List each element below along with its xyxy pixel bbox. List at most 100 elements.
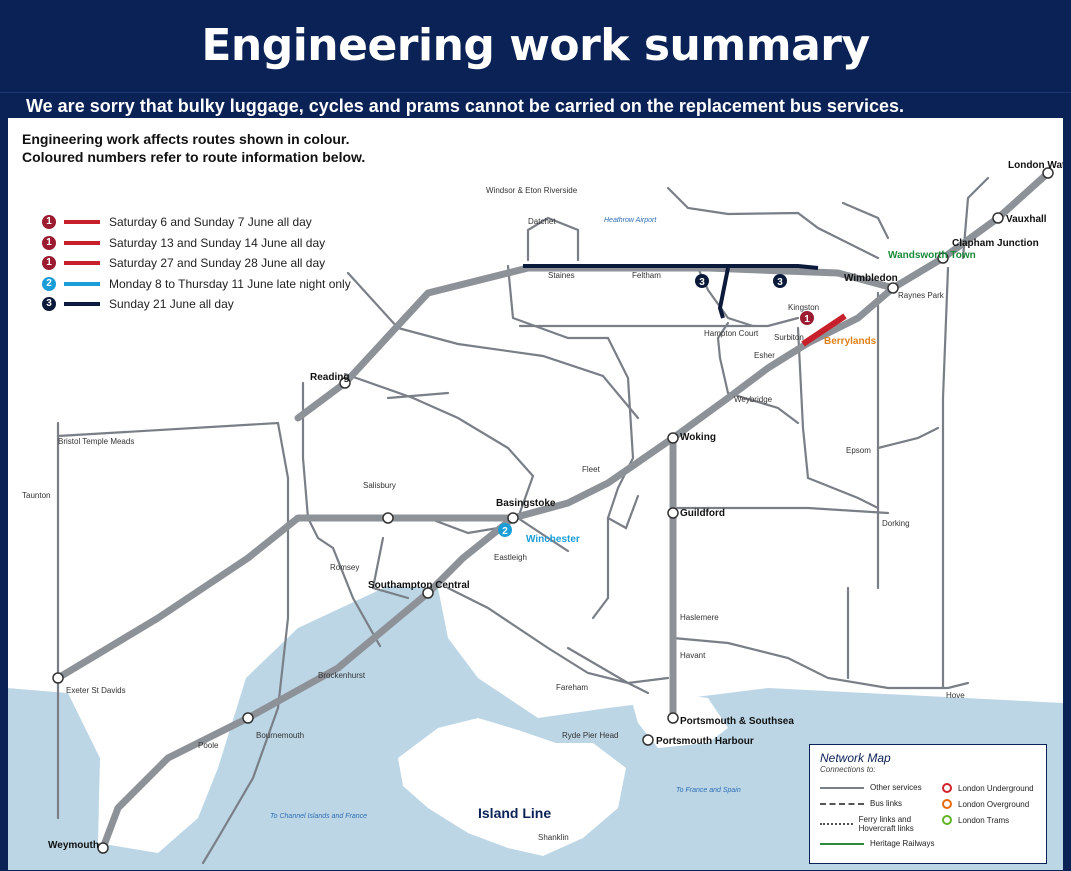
island-line-logo-text: Island Line bbox=[478, 805, 551, 821]
label-romsey: Romsey bbox=[330, 563, 359, 572]
label-vauxhall: Vauxhall bbox=[1006, 214, 1047, 225]
svg-text:1: 1 bbox=[804, 314, 810, 325]
sea-area bbox=[8, 586, 1063, 870]
label-shanklin: Shanklin bbox=[538, 833, 569, 842]
label-southampton: Southampton Central bbox=[368, 580, 470, 591]
legend-bar-4 bbox=[64, 282, 100, 286]
label-winchester: Winchester bbox=[526, 534, 580, 545]
legend-bar-3 bbox=[64, 261, 100, 265]
label-ryde-pier-head: Ryde Pier Head bbox=[562, 731, 618, 740]
key-trams: London Trams bbox=[942, 815, 1009, 825]
label-weybridge: Weybridge bbox=[734, 395, 773, 404]
conn-france-spain: To France and Spain bbox=[676, 787, 741, 794]
legend-num-4: 2 bbox=[42, 277, 56, 291]
label-reading: Reading bbox=[310, 372, 349, 383]
isle-of-wight bbox=[398, 718, 626, 856]
network-key: Network Map Connections to: Other servic… bbox=[809, 744, 1047, 864]
route-3-kingston-link bbox=[717, 267, 730, 319]
label-basingstoke: Basingstoke bbox=[496, 498, 556, 509]
label-weymouth: Weymouth bbox=[48, 840, 99, 851]
station-dots bbox=[52, 167, 1054, 854]
legend-row-1: 1 Saturday 6 and Sunday 7 June all day bbox=[42, 213, 312, 231]
conn-heathrow: Heathrow Airport bbox=[604, 217, 657, 224]
intro-text: Engineering work affects routes shown in… bbox=[22, 130, 365, 166]
label-kingston: Kingston bbox=[788, 303, 819, 312]
legend-num-1: 1 bbox=[42, 215, 56, 229]
legend-bar-1 bbox=[64, 220, 100, 224]
network-key-title: Network Map bbox=[820, 751, 891, 765]
coast-west bbox=[8, 678, 246, 853]
label-epsom: Epsom bbox=[846, 446, 871, 455]
label-windsor: Windsor & Eton Riverside bbox=[486, 186, 578, 195]
key-overground: London Overground bbox=[942, 799, 1029, 809]
conn-channel-islands: To Channel Islands and France bbox=[270, 813, 367, 820]
luggage-notice: We are sorry that bulky luggage, cycles … bbox=[0, 92, 1071, 118]
legend-num-2: 1 bbox=[42, 236, 56, 250]
legend-bar-2 bbox=[64, 241, 100, 245]
network-key-subtitle: Connections to: bbox=[820, 765, 876, 774]
label-haslemere: Haslemere bbox=[680, 613, 719, 622]
label-waterloo: London Waterloo bbox=[1008, 160, 1063, 171]
label-berrylands: Berrylands bbox=[824, 336, 877, 347]
label-eastleigh: Eastleigh bbox=[494, 553, 527, 562]
intro-line-2: Coloured numbers refer to route informat… bbox=[22, 149, 366, 165]
page-title: Engineering work summary bbox=[201, 20, 870, 71]
label-esher: Esher bbox=[754, 351, 775, 360]
label-woking: Woking bbox=[680, 432, 716, 443]
label-brockenhurst: Brockenhurst bbox=[318, 671, 366, 680]
network-map: London Waterloo Wimbledon Woking Basings… bbox=[8, 160, 1063, 870]
legend-bar-5 bbox=[64, 302, 100, 306]
label-raynes-park: Raynes Park bbox=[898, 291, 945, 300]
label-portsmouth-southsea: Portsmouth & Southsea bbox=[680, 716, 794, 727]
label-salisbury: Salisbury bbox=[363, 481, 396, 490]
legend-label-5: Sunday 21 June all day bbox=[109, 297, 234, 311]
legend-label-4: Monday 8 to Thursday 11 June late night … bbox=[109, 277, 351, 291]
label-guildford: Guildford bbox=[680, 508, 725, 519]
legend-row-3: 1 Saturday 27 and Sunday 28 June all day bbox=[42, 254, 325, 272]
label-feltham: Feltham bbox=[632, 271, 661, 280]
legend-num-3: 1 bbox=[42, 256, 56, 270]
label-bristol: Bristol Temple Meads bbox=[58, 437, 134, 446]
label-taunton: Taunton bbox=[22, 491, 50, 500]
label-dorking: Dorking bbox=[882, 519, 910, 528]
legend-row-4: 2 Monday 8 to Thursday 11 June late nigh… bbox=[42, 275, 351, 293]
svg-text:3: 3 bbox=[699, 277, 705, 288]
label-fareham: Fareham bbox=[556, 683, 588, 692]
legend-row-5: 3 Sunday 21 June all day bbox=[42, 295, 234, 313]
title-bar: Engineering work summary bbox=[0, 0, 1071, 92]
map-panel: London Waterloo Wimbledon Woking Basings… bbox=[8, 118, 1063, 870]
legend-label-2: Saturday 13 and Sunday 14 June all day bbox=[109, 236, 326, 250]
key-heritage: Heritage Railways bbox=[820, 839, 934, 848]
route-3-hounslow-works bbox=[523, 264, 819, 270]
label-datchet: Datchet bbox=[528, 217, 556, 226]
label-poole: Poole bbox=[198, 741, 219, 750]
label-surbiton: Surbiton bbox=[774, 333, 804, 342]
route-marker-3a: 3 bbox=[695, 274, 709, 288]
legend-row-2: 1 Saturday 13 and Sunday 14 June all day bbox=[42, 234, 325, 252]
label-brighton: Hove bbox=[946, 691, 965, 700]
key-bus-links: Bus links bbox=[820, 799, 902, 808]
legend-num-5: 3 bbox=[42, 297, 56, 311]
label-havant: Havant bbox=[680, 651, 706, 660]
label-wimbledon: Wimbledon bbox=[844, 273, 898, 284]
svg-text:3: 3 bbox=[777, 277, 783, 288]
legend-label-3: Saturday 27 and Sunday 28 June all day bbox=[109, 256, 326, 270]
intro-line-1: Engineering work affects routes shown in… bbox=[22, 131, 350, 147]
label-clapham: Clapham Junction bbox=[952, 238, 1039, 249]
label-bournemouth: Bournemouth bbox=[256, 731, 304, 740]
label-exeter: Exeter St Davids bbox=[66, 686, 126, 695]
key-other-services: Other services bbox=[820, 783, 922, 792]
label-wandsworth-town: Wandsworth Town bbox=[888, 250, 976, 261]
svg-text:2: 2 bbox=[502, 526, 508, 537]
route-marker-2: 2 bbox=[498, 523, 512, 537]
label-hampton-court: Hampton Court bbox=[704, 329, 759, 338]
label-staines: Staines bbox=[548, 271, 575, 280]
key-ferry-links: Ferry links and Hovercraft links bbox=[820, 815, 940, 833]
route-1-berrylands-works bbox=[801, 313, 847, 347]
label-fleet: Fleet bbox=[582, 465, 601, 474]
route-marker-3b: 3 bbox=[773, 274, 787, 288]
legend-label-1: Saturday 6 and Sunday 7 June all day bbox=[109, 215, 312, 229]
route-marker-1: 1 bbox=[800, 311, 814, 325]
key-underground: London Underground bbox=[942, 783, 1034, 793]
label-portsmouth-harbour: Portsmouth Harbour bbox=[656, 736, 754, 747]
